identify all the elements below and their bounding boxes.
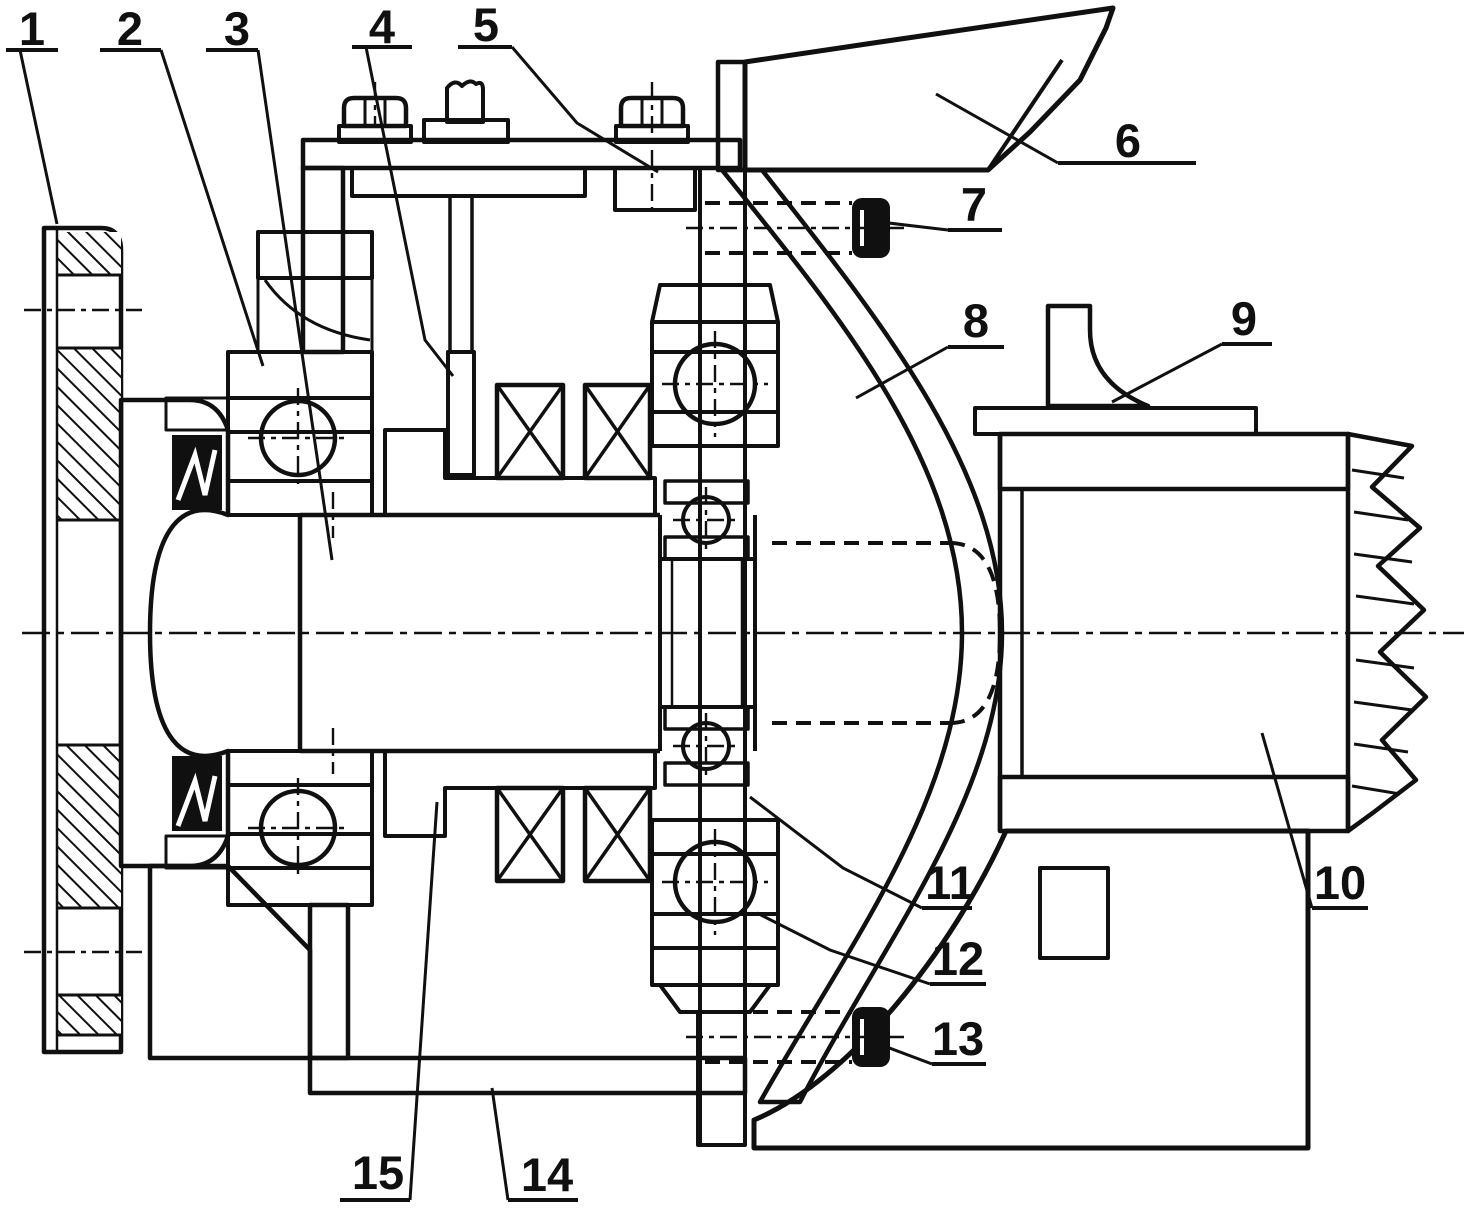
spacer-sleeves: [383, 428, 657, 838]
callout-leader-10: [1260, 732, 1314, 909]
cone-blade: [719, 167, 1005, 1105]
callout-leader-4: [364, 46, 455, 377]
callout-12: 12: [756, 911, 986, 986]
callout-leader-11: [749, 795, 923, 910]
callout-leader-6: [935, 92, 1059, 165]
center-bearings: [650, 283, 780, 1014]
callout-number-15: 15: [352, 1146, 404, 1199]
callout-8: 8: [855, 294, 1004, 400]
callout-number-2: 2: [117, 2, 143, 55]
callout-leader-2: [159, 49, 265, 367]
callout-number-3: 3: [224, 2, 250, 55]
callout-number-11: 11: [925, 856, 975, 909]
callout-4: 4: [352, 0, 455, 377]
wheel-flange: [41, 225, 124, 1055]
callout-number-12: 12: [932, 932, 984, 985]
callout-number-9: 9: [1231, 292, 1257, 345]
callout-10: 10: [1260, 732, 1368, 910]
callout-leader-7: [879, 220, 949, 232]
callout-leader-15: [408, 801, 439, 1201]
callout-number-5: 5: [473, 0, 499, 51]
callout-13: 13: [867, 1012, 986, 1066]
callout-number-7: 7: [961, 178, 987, 231]
axle-tube: [973, 303, 1429, 834]
hidden-shaft-end: [705, 201, 1003, 1064]
callout-number-14: 14: [521, 1148, 573, 1201]
callout-leader-14: [490, 1087, 510, 1201]
callout-3: 3: [206, 2, 334, 561]
callout-9: 9: [1111, 292, 1272, 404]
callout-leader-12: [756, 911, 931, 986]
bottom-cover: [307, 902, 748, 1147]
callout-1: 1: [6, 2, 59, 225]
callout-leader-5: [510, 46, 659, 174]
callout-number-10: 10: [1314, 856, 1366, 909]
callout-number-13: 13: [932, 1012, 984, 1065]
callout-leader-9: [1111, 342, 1223, 404]
case-right-column: [698, 168, 747, 1145]
callout-11: 11: [749, 795, 975, 910]
callout-leader-13: [867, 1038, 933, 1066]
callout-5: 5: [458, 0, 659, 174]
arm-bottom-lug: [751, 828, 1311, 1151]
callout-6: 6: [935, 92, 1196, 167]
callout-number-6: 6: [1115, 114, 1141, 167]
callout-leader-1: [18, 49, 59, 225]
callout-7: 7: [879, 178, 1002, 232]
callout-15: 15: [340, 801, 439, 1202]
fork-arm: [715, 5, 1116, 173]
hub-bell: [118, 230, 374, 1061]
centerlines: [22, 82, 1464, 1039]
callout-number-4: 4: [369, 0, 395, 53]
callout-leader-3: [256, 49, 334, 561]
callout-number-1: 1: [19, 2, 45, 55]
callout-14: 14: [490, 1087, 578, 1202]
callout-leader-8: [855, 345, 949, 400]
hub-seals: [164, 396, 230, 870]
callout-number-8: 8: [963, 294, 989, 347]
callout-2: 2: [100, 2, 265, 367]
